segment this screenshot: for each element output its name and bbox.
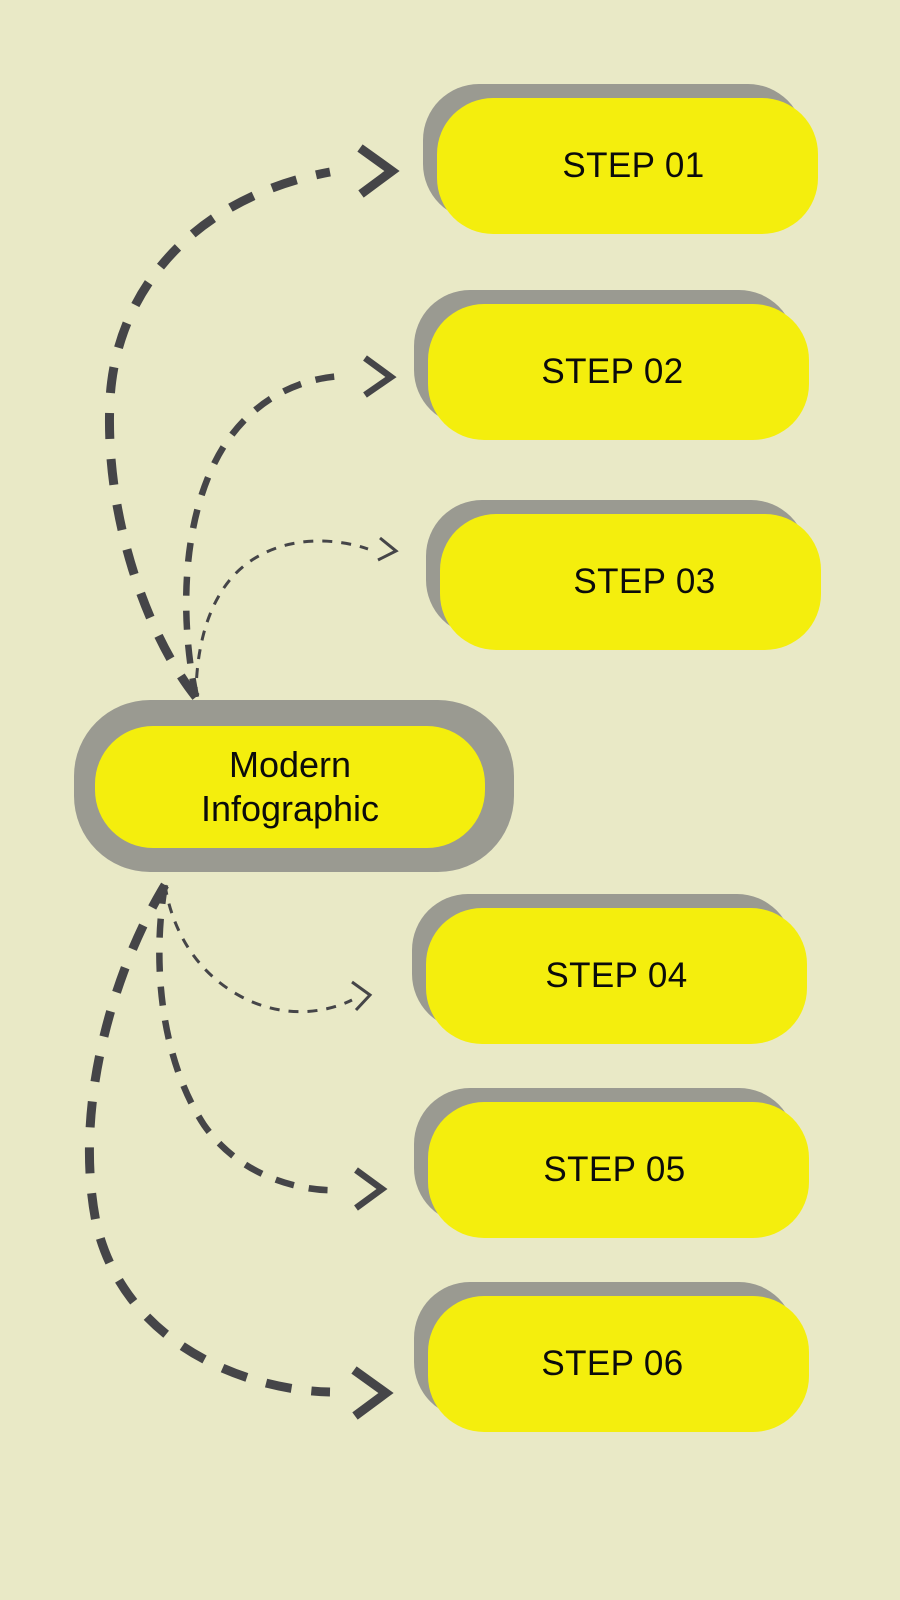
step-card-face: STEP 06 xyxy=(428,1296,809,1432)
central-node-label: Modern Infographic xyxy=(200,744,380,829)
step-card-face: STEP 02 xyxy=(428,304,809,440)
step-card-3[interactable]: STEP 03 xyxy=(426,500,821,650)
step-label: STEP 02 xyxy=(541,352,684,391)
step-card-face: STEP 03 xyxy=(440,514,821,650)
connector-to-step-01 xyxy=(104,144,400,700)
step-card-4[interactable]: STEP 04 xyxy=(412,894,807,1044)
central-node[interactable]: Modern Infographic xyxy=(74,700,514,872)
step-label: STEP 06 xyxy=(541,1344,684,1383)
step-card-1[interactable]: STEP 01 xyxy=(423,84,818,234)
step-label: STEP 04 xyxy=(545,956,688,995)
step-label: STEP 01 xyxy=(562,146,705,185)
step-card-5[interactable]: STEP 05 xyxy=(414,1088,809,1238)
step-card-face: STEP 04 xyxy=(426,908,807,1044)
step-card-6[interactable]: STEP 06 xyxy=(414,1282,809,1432)
connector-to-step-02 xyxy=(182,355,397,698)
step-label: STEP 03 xyxy=(573,562,716,601)
step-card-face: STEP 05 xyxy=(428,1102,809,1238)
central-node-face: Modern Infographic xyxy=(95,726,485,848)
connector-to-step-04 xyxy=(163,884,373,1014)
connector-to-step-03 xyxy=(194,536,399,698)
step-card-face: STEP 01 xyxy=(437,98,818,234)
connector-to-step-05 xyxy=(156,884,388,1211)
step-card-2[interactable]: STEP 02 xyxy=(414,290,809,440)
step-label: STEP 05 xyxy=(543,1150,686,1189)
connector-to-step-06 xyxy=(85,882,394,1420)
